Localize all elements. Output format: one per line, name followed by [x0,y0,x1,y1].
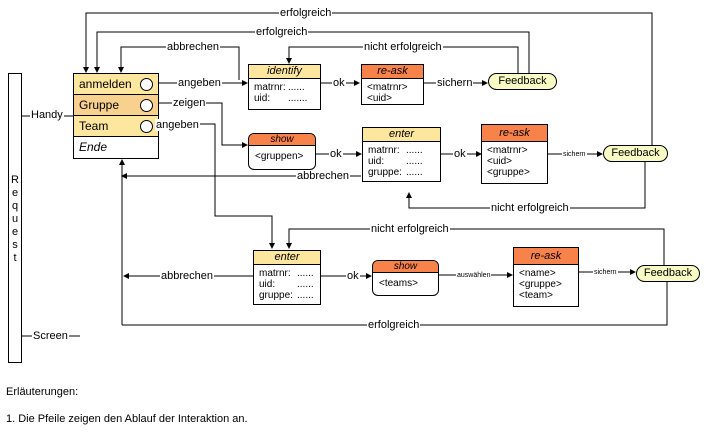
menu-item-gruppe[interactable]: Gruppe [74,95,158,116]
wire-erfolgreich-row3 [122,282,668,326]
identify-box: identify matrnr:...... uid:....... [248,64,321,110]
field-value[interactable]: ...... [297,290,314,301]
show-gruppen-box: show <gruppen> [248,133,316,170]
show-content: <gruppen> [255,151,304,162]
reask-field: <uid> [367,93,393,104]
label-sichern: sichern [562,150,587,159]
label-erfolgreich-inner: erfolgreich [255,26,309,38]
menu-item-ende[interactable]: Ende [74,137,158,157]
wire-nicht-erfolgreich-row3 [286,228,665,265]
menu-item-label: anmelden [79,77,132,91]
label-ok: ok [332,77,346,89]
request-letter: e [11,187,19,199]
reask-box-row2: re-ask <matrnr> <uid> <gruppe> [481,124,548,184]
radio-button[interactable] [140,120,153,133]
enter-title: enter [254,251,320,265]
reask-field: <team> [519,290,553,301]
reask-title: re-ask [482,125,547,142]
label-handy: Handy [30,109,64,121]
label-abbrechen: abbrechen [166,41,220,53]
show-title: show [249,134,315,146]
main-menu: anmelden Gruppe Team Ende [73,73,159,159]
label-angeben: angeben [177,77,222,89]
field-label: matrnr: [368,145,400,156]
label-nicht-erfolgreich: nicht erfolgreich [370,223,450,235]
reask-field: <uid> [487,156,513,167]
field-label: uid: [259,279,276,290]
label-erfolgreich-outer: erfolgreich [279,7,333,19]
menu-item-label: Ende [79,140,108,154]
field-label: uid: [368,156,385,167]
notes-heading: Erläuterungen: [6,386,79,398]
feedback-row1: Feedback [488,73,557,90]
field-label: matrnr: [259,268,291,279]
field-value[interactable]: ...... [406,145,423,156]
enter-box-row3: enter matrnr:...... uid:...... gruppe:..… [253,250,321,305]
enter-box-row2: enter matrnr:...... uid:...... gruppe:..… [362,127,441,182]
reask-title: re-ask [514,248,578,265]
label-screen: Screen [32,330,69,342]
label-sichern: sichern [436,77,474,89]
field-label: uid: [254,93,271,104]
label-ok: ok [346,270,360,282]
reask-box-row3: re-ask <name> <gruppe> <team> [513,247,579,307]
wire-erfolgreich-inner [94,31,530,82]
label-abbrechen: abbrechen [296,170,350,182]
label-erfolgreich: erfolgreich [367,319,421,331]
field-value[interactable]: ...... [406,156,423,167]
reask-field: <gruppe> [519,279,562,290]
label-abbrechen: abbrechen [160,270,214,282]
label-ok: ok [453,148,467,160]
reask-title: re-ask [362,65,423,79]
field-value[interactable]: ...... [288,82,305,93]
field-value[interactable]: ....... [288,93,308,104]
reask-field: <gruppe> [487,167,530,178]
field-label: matrnr: [254,82,286,93]
request-letter: s [12,239,18,251]
label-nicht-erfolgreich: nicht erfolgreich [363,41,443,53]
feedback-row3: Feedback [636,265,700,282]
notes-item: 1. Die Pfeile zeigen den Ablauf der Inte… [6,413,248,425]
label-ok: ok [329,148,343,160]
request-letter: R [11,174,19,186]
label-nicht-erfolgreich: nicht erfolgreich [490,202,570,214]
radio-button[interactable] [140,99,153,112]
field-label: gruppe: [259,290,293,301]
enter-title: enter [363,128,440,142]
feedback-row2: Feedback [603,145,668,162]
radio-button[interactable] [140,78,153,91]
show-teams-box: show <teams> [372,260,439,296]
label-auswaehlen: auswählen [456,271,492,280]
reask-field: <matrnr> [487,145,528,156]
wire-erfolgreich-outer [83,12,653,145]
label-sichern: sichern [593,268,618,277]
request-letter: t [13,252,17,264]
request-letter: e [11,226,19,238]
field-label: gruppe: [368,167,402,178]
menu-item-team[interactable]: Team [74,116,158,137]
menu-item-label: Team [79,119,109,133]
menu-item-label: Gruppe [79,98,120,112]
identify-title: identify [249,65,320,79]
field-value[interactable]: ...... [297,279,314,290]
reask-box-row1: re-ask <matrnr> <uid> [361,64,424,105]
label-angeben: angeben [155,119,200,131]
menu-item-anmelden[interactable]: anmelden [74,74,158,95]
show-content: <teams> [379,278,418,289]
show-title: show [373,261,438,273]
request-letter: u [11,213,19,225]
label-zeigen: zeigen [172,97,207,109]
field-value[interactable]: ...... [297,268,314,279]
reask-field: <matrnr> [367,82,408,93]
reask-field: <name> [519,268,556,279]
field-value[interactable]: ...... [406,167,423,178]
request-letter: q [11,200,19,212]
